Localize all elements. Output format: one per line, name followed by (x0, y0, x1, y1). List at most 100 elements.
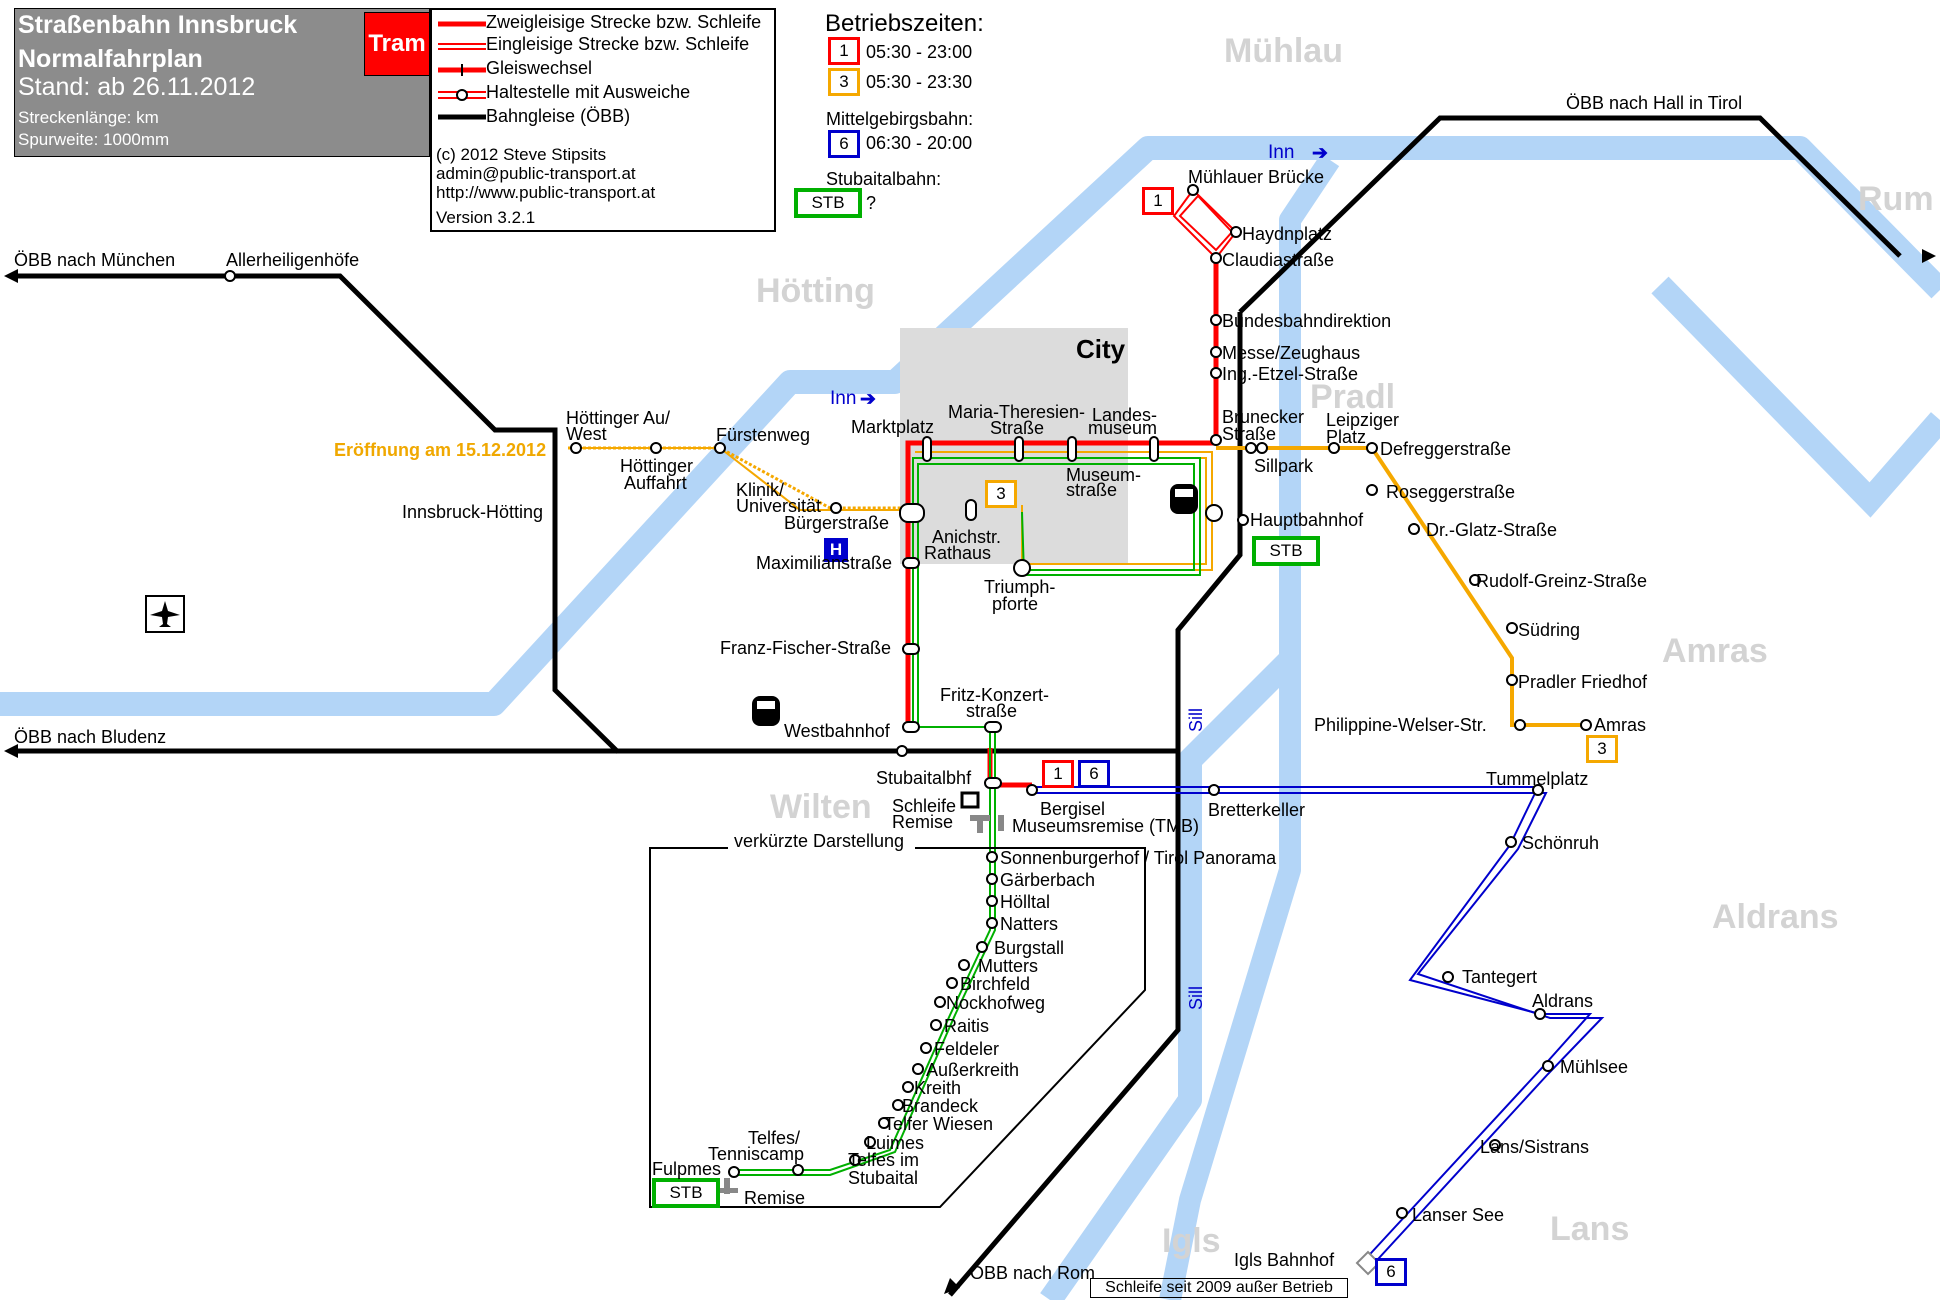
hours-line1-badge: 1 (828, 37, 860, 65)
hospital-icon: H (824, 538, 848, 562)
stop-fulpmes: Fulpmes (652, 1159, 722, 1179)
rail-label-muenchen: ÖBB nach München (14, 250, 176, 270)
stop-sonnenburgerhof: Sonnenburgerhof / Tirol Panorama (1000, 848, 1277, 868)
train-icon-west (752, 696, 780, 726)
stb-badge-hbf: STB (1252, 536, 1320, 566)
stop-tenniscamp-1: Telfes/ (748, 1128, 801, 1148)
map-subtitle: Normalfahrplan (18, 45, 203, 73)
stop-hoettinger-au-1: Höttinger Au/ (566, 408, 671, 428)
stop-glatz: Dr.-Glatz-Straße (1426, 520, 1558, 540)
stop-stubaitalbhf: Stubaitalbhf (876, 768, 972, 788)
legend-box: Zweigleisige Strecke bzw. Schleife Eingl… (430, 8, 776, 232)
stop-bretterkeller: Bretterkeller (1208, 800, 1306, 820)
hours-title: Betriebszeiten: (825, 10, 984, 37)
stop-ing-etzel: Ing.-Etzel-Straße (1222, 364, 1359, 384)
legend-email: admin@public-transport.at (436, 164, 636, 183)
inn-label-east: Inn (1268, 142, 1295, 163)
district-lans: Lans (1550, 1210, 1630, 1248)
stop-stb-remise: Remise (744, 1188, 806, 1208)
district-rum: Rum (1858, 180, 1934, 218)
stop-pradler-friedhof: Pradler Friedhof (1518, 672, 1648, 692)
capsule-stops (899, 436, 1223, 789)
stop-tantegert: Tantegert (1462, 967, 1538, 987)
airport-icon (145, 595, 185, 633)
stop-telfes-1: Telfes im (848, 1150, 920, 1170)
stop-tenniscamp-2: Tenniscamp (708, 1144, 805, 1164)
stop-kreith: Kreith (914, 1078, 962, 1098)
stop-sillpark: Sillpark (1254, 456, 1314, 476)
stop-museumsremise: Museumsremise (TMB) (1012, 816, 1200, 836)
district-pradl: Pradl (1310, 378, 1396, 416)
stop-bergisel: Bergisel (1040, 799, 1106, 819)
legend-copyright: (c) 2012 Steve Stipsits (436, 145, 607, 164)
map-stand: Stand: ab 26.11.2012 (18, 73, 256, 101)
stop-lanser-see: Lanser See (1412, 1205, 1505, 1225)
hours-stb-title: Stubaitalbahn: (826, 169, 942, 189)
stop-brandeck: Brandeck (902, 1096, 979, 1116)
stop-aldrans: Aldrans (1532, 991, 1594, 1011)
rail-label-allerheiligen: Allerheiligenhöfe (226, 250, 360, 270)
sill-label-2: Sill (1186, 985, 1206, 1010)
stop-maria-1: Maria-Theresien- (948, 402, 1086, 422)
hours-line3-badge: 3 (828, 68, 860, 96)
stop-feldeler: Feldeler (934, 1039, 1000, 1059)
stop-gaerberbach: Gärberbach (1000, 870, 1096, 890)
stop-birchfeld: Birchfeld (960, 974, 1031, 994)
hours-line1-time: 05:30 - 23:00 (866, 42, 973, 62)
stop-luimes: Luimes (866, 1133, 925, 1153)
stop-mutters: Mutters (978, 956, 1039, 976)
stb-badge-fulpmes: STB (652, 1178, 720, 1208)
hours-stb-time: ? (866, 193, 877, 213)
stop-remise: Remise (892, 812, 954, 832)
stops (224, 184, 1592, 1219)
stb-frame (649, 847, 1146, 1208)
district-igls: Igls (1162, 1222, 1221, 1260)
hours-mgb-title: Mittelgebirgsbahn: (826, 109, 974, 129)
stop-hauptbahnhof: Hauptbahnhof (1250, 510, 1364, 530)
hours-line3-time: 05:30 - 23:30 (866, 72, 973, 92)
stop-ausserkreith: Außerkreith (926, 1060, 1020, 1080)
stop-westbahnhof: Westbahnhof (784, 721, 890, 741)
stop-nockhofweg: Nockhofweg (946, 993, 1046, 1013)
stop-defregger: Defreggerstraße (1380, 439, 1512, 459)
inn-label-west: Inn (830, 388, 857, 409)
stop-leipziger-1: Leipziger (1326, 410, 1400, 430)
sill-label-1: Sill (1186, 707, 1206, 732)
legend-version: Version 3.2.1 (436, 208, 536, 227)
legend-double: Zweigleisige Strecke bzw. Schleife (486, 12, 762, 32)
stop-raitis: Raitis (944, 1016, 990, 1036)
title-panel: Straßenbahn Innsbruck Normalfahrplan Sta… (14, 8, 430, 157)
line1-badge-bergisel: 1 (1042, 760, 1074, 788)
sill-river-south (1040, 651, 1299, 1300)
stop-natters: Natters (1000, 914, 1059, 934)
obb-rail (10, 115, 1902, 1297)
tram-logo: Tram (364, 12, 430, 76)
stop-triumph-2: pforte (992, 594, 1039, 614)
district-hoetting: Hötting (756, 272, 875, 310)
stop-hoettinger-au-2: West (566, 424, 607, 444)
hours-line6-time: 06:30 - 20:00 (866, 133, 973, 153)
stop-telfes-2: Stubaital (848, 1168, 919, 1188)
stop-buergerstrasse: Bürgerstraße (784, 513, 890, 533)
stop-triumph-1: Triumph- (984, 577, 1056, 597)
stop-museum-1: Museum- (1066, 465, 1142, 485)
train-icon-hbf (1170, 484, 1198, 514)
stop-hoettinger-auffahrt-1: Höttinger (620, 456, 694, 476)
stop-bundesbahndirektion: Bundesbahndirektion (1222, 311, 1392, 331)
district-amras: Amras (1662, 632, 1768, 670)
inn-arrow-east: ➔ (1312, 143, 1328, 164)
line-1-loop (1172, 188, 1238, 260)
inn-river (0, 136, 1940, 716)
legend-rail: Bahngleise (ÖBB) (486, 106, 631, 126)
legend-stop: Haltestelle mit Ausweiche (486, 82, 691, 102)
stop-fritz-1: Fritz-Konzert- (940, 685, 1050, 705)
stop-schoenruh: Schönruh (1522, 833, 1600, 853)
line3-badge-amras: 3 (1586, 735, 1618, 763)
legend-symbols (438, 21, 486, 120)
legend-single: Eingleisige Strecke bzw. Schleife (486, 34, 750, 54)
rail-label-hall: ÖBB nach Hall in Tirol (1566, 93, 1743, 113)
stop-messe: Messe/Zeughaus (1222, 343, 1361, 363)
district-aldrans: Aldrans (1712, 898, 1839, 936)
stop-rosegger: Roseggerstraße (1386, 482, 1516, 502)
